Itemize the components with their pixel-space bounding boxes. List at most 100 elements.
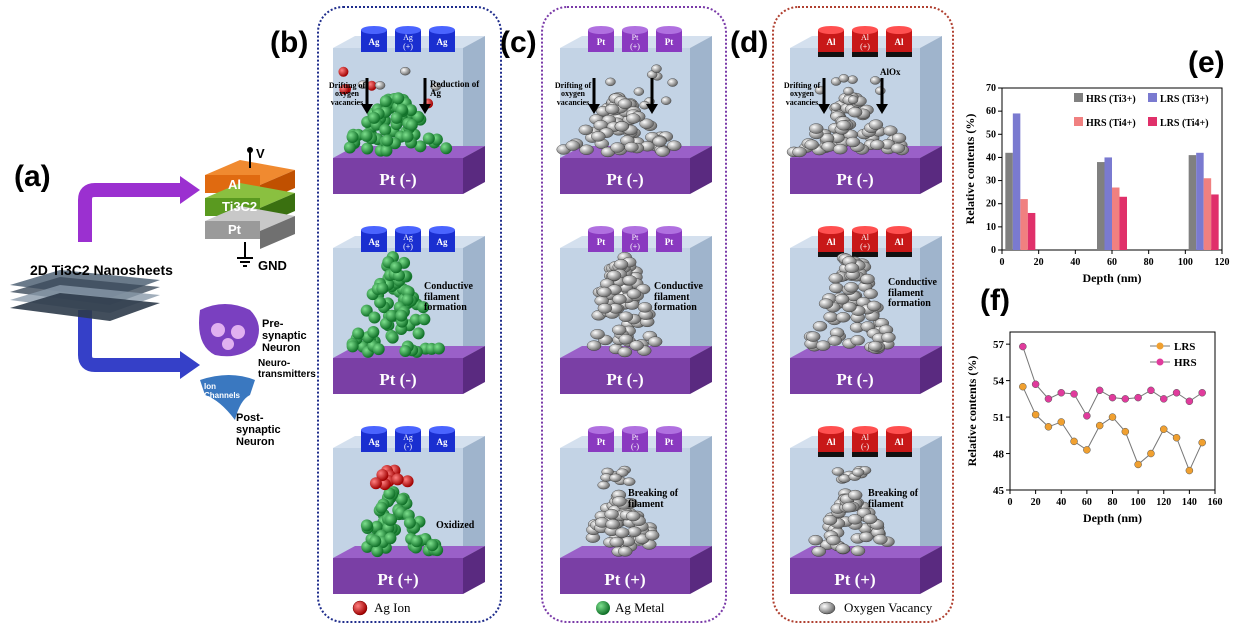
particle — [578, 124, 594, 136]
base-front — [333, 358, 463, 394]
electrode-cap — [588, 226, 614, 234]
stack-top-label: Al — [228, 177, 241, 192]
y-tick-label: 51 — [993, 412, 1004, 424]
electrode-cap — [361, 426, 387, 434]
electrode — [818, 230, 844, 252]
electrode-label: (+) — [403, 42, 413, 51]
x-tick-label: 80 — [1108, 497, 1118, 508]
electrode-label: Ag — [437, 237, 448, 247]
particle — [379, 95, 392, 108]
legend-swatch — [1074, 93, 1083, 102]
reduction-label: Reduction of Ag — [430, 79, 480, 99]
data-point — [1070, 390, 1078, 398]
base-label: Pt (+) — [377, 570, 418, 589]
electrode — [361, 30, 387, 52]
y-tick-label: 70 — [986, 83, 996, 94]
particle — [604, 508, 619, 520]
base-side — [920, 146, 942, 194]
particle — [873, 534, 888, 545]
particle — [863, 288, 878, 299]
particle — [629, 340, 644, 351]
alox-layer — [852, 452, 878, 457]
particle — [826, 534, 841, 546]
arrow-down-icon — [78, 310, 180, 372]
cell-side — [920, 436, 942, 558]
electrode-label: Ag — [437, 37, 448, 47]
material-label: 2D Ti3C2 Nanosheets — [30, 262, 173, 278]
panel-label-f: (f) — [980, 284, 1010, 317]
particle — [842, 301, 857, 313]
electrode-cap — [429, 26, 455, 34]
particle — [395, 309, 408, 322]
base-label: Pt (+) — [604, 570, 645, 589]
electrode-cap — [852, 226, 878, 234]
cell-side — [690, 436, 712, 558]
y-axis-label: Relative contents (%) — [963, 114, 977, 225]
vacancy — [847, 95, 859, 104]
particle — [850, 335, 865, 346]
arrow-up-icon — [78, 183, 180, 242]
legend-swatch — [1148, 93, 1157, 102]
electrode-label: Pt — [597, 437, 606, 447]
alox-layer — [852, 252, 878, 257]
breaking-label-d: Breaking of filament — [868, 488, 919, 510]
x-axis-label: Depth (nm) — [1083, 511, 1142, 525]
alox-layer — [852, 52, 878, 57]
particle — [812, 321, 828, 332]
vacancy — [374, 81, 386, 90]
electrode-cap — [886, 26, 912, 34]
electrode — [395, 430, 421, 452]
drift-arrow-head — [361, 104, 373, 114]
ag-ion — [366, 80, 377, 91]
x-tick-label: 120 — [1215, 257, 1230, 268]
drift-label-c: Drifting of oxygen vacancies — [554, 81, 592, 107]
particle — [829, 282, 844, 294]
base-side — [463, 146, 485, 194]
electrode-label: Ag — [403, 33, 413, 42]
device-stack — [205, 147, 295, 267]
base-front — [560, 558, 690, 594]
electrode-cap — [395, 26, 421, 34]
synapse-post-label: Post-synaptic Neuron — [236, 412, 281, 448]
particle — [586, 340, 602, 351]
particle — [385, 513, 398, 526]
base-side — [690, 546, 712, 594]
electrode — [429, 30, 455, 52]
base-side — [690, 346, 712, 394]
data-point — [1083, 446, 1091, 454]
bar — [1211, 194, 1219, 250]
particle — [822, 514, 838, 526]
particle — [866, 300, 882, 312]
particle — [380, 144, 393, 157]
x-tick-label: 80 — [1144, 257, 1154, 268]
y-tick-label: 30 — [986, 176, 996, 187]
alox-layer — [818, 452, 844, 457]
legend-marker — [1156, 358, 1164, 366]
breaking-label-c: Breaking of filament — [628, 488, 679, 510]
bar — [1097, 162, 1105, 250]
data-point — [1057, 389, 1065, 397]
cell-side — [463, 436, 485, 558]
electrode — [656, 30, 682, 52]
legend-label: HRS (Ti4+) — [1086, 118, 1136, 129]
electrode-cap — [818, 426, 844, 434]
ag-metal-legend-icon — [596, 601, 610, 615]
x-tick-label: 0 — [1008, 497, 1013, 508]
electrode-label: (-) — [404, 442, 412, 451]
bar — [1104, 157, 1112, 250]
electrode — [429, 430, 455, 452]
data-point — [1019, 382, 1027, 391]
particle — [376, 282, 389, 295]
panel-b-frame — [317, 6, 502, 623]
particle — [597, 303, 613, 314]
particle — [870, 139, 885, 150]
panel-c-frame — [541, 6, 727, 623]
particle — [414, 140, 427, 153]
x-tick-label: 100 — [1178, 257, 1193, 268]
particle — [792, 146, 807, 158]
y-tick-label: 54 — [993, 376, 1005, 388]
stack-middle-label: Ti3C2 — [222, 199, 258, 214]
electrode-cap — [429, 426, 455, 434]
